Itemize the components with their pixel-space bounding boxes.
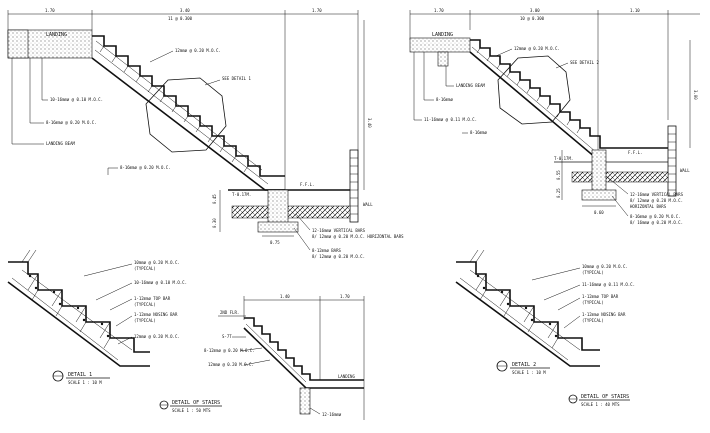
d2-note-a2: (TYPICAL)	[582, 270, 604, 275]
stair-steps-b	[470, 39, 668, 149]
note-horiz1-b: 8/ 12mmø @ 0.20 M.O.C.	[630, 198, 683, 203]
note-bot2-a: 8/ 12mmø @ 0.20 M.O.C.	[312, 254, 365, 259]
label-beam-b: LANDING BEAM	[456, 83, 485, 88]
note-bot1-b: 8-16mmø @ 0.20 M.O.C.	[630, 214, 681, 219]
dim-a-2: 3.40	[180, 8, 190, 13]
d2-note-d2: (TYPICAL)	[582, 318, 604, 323]
stair-steps-a	[92, 35, 285, 177]
landing-label-a: LANDING	[46, 32, 67, 38]
stair-steps-c	[244, 317, 364, 381]
note-vert-b: 12-16mmø VERTICAL BARS	[630, 192, 684, 197]
wall-label-b: WALL	[680, 168, 690, 173]
d2-note-c2: (TYPICAL)	[582, 300, 604, 305]
note-top-bars-a: 12mmø @ 0.20 M.O.C.	[175, 48, 221, 53]
d2-note-d: 1-12mmø NOSING BAR	[582, 312, 626, 317]
dim-left1-b: 0.55	[556, 170, 561, 180]
label-t-c: S-7T	[222, 334, 232, 339]
d1-note-c2: (TYPICAL)	[134, 302, 156, 307]
note-horiz2-b: HORIZONTAL BARS	[630, 204, 667, 209]
label-tof-b: T-0.17M.	[554, 156, 573, 161]
landing-beam-b	[437, 51, 449, 67]
dim-right-a: 3.40	[367, 118, 372, 128]
stair-b-title: DETAIL OF STAIRS	[581, 394, 629, 400]
dim-b-sub: 10 @ 0.300	[520, 16, 545, 21]
stair-section-a: 1.70 3.40 1.70 11 @ 0.300 LANDING SEE DE…	[7, 8, 404, 259]
detail2-steps	[456, 261, 600, 351]
detail-callout-2	[497, 55, 571, 125]
dim-left1-a: 0.45	[212, 194, 217, 204]
d1-note-b: 10-16mmø @ 0.10 M.O.C.	[134, 280, 187, 285]
dim-right-b: 3.00	[693, 90, 698, 100]
note-bot1-a: 8-12mmø BARS	[312, 248, 341, 253]
d2-note-a: 10mmø @ 0.20 M.O.C.	[582, 264, 628, 269]
d2-note-c: 1-12mmø TOP BAR	[582, 294, 619, 299]
note-top-bars-b: 12mmø @ 0.20 M.O.C.	[514, 46, 560, 51]
stair-b-scale: SCALE 1 : 40 MTS	[581, 402, 620, 407]
stair-c-title: DETAIL OF STAIRS	[172, 400, 220, 406]
note-c-c: 12-16mmø	[322, 412, 342, 417]
wall-a	[349, 149, 359, 223]
dim-c-2: 1.70	[340, 294, 350, 299]
label-ffl-b: F.F.L.	[628, 150, 642, 155]
dim-a-sub: 11 @ 0.300	[168, 16, 193, 21]
d1-note-a2: (TYPICAL)	[134, 266, 156, 271]
note-lower-a: 8-16mmø @ 0.20 M.O.C.	[120, 165, 171, 170]
dim-b-2: 3.00	[530, 8, 540, 13]
footing-pad-b	[581, 189, 617, 201]
footing-column-b	[591, 149, 607, 195]
landing-slab-b	[409, 37, 471, 53]
note-horiz-a: 8/ 12mmø @ 0.20 M.O.C. HORIZONTAL BARS	[312, 234, 404, 239]
landing-label-c: LANDING	[338, 374, 355, 379]
detail-1: 10mmø @ 0.20 M.O.C. (TYPICAL) 10-16mmø @…	[7, 249, 187, 385]
wall-b	[667, 125, 677, 197]
stair-c-scale: SCALE 1 : 50 MTS	[172, 408, 211, 413]
dim-bottom-a: 0.75	[270, 240, 280, 245]
dim-left2-b: 0.25	[556, 188, 561, 198]
dim-b-3: 1.10	[630, 8, 640, 13]
ground-fill-b	[571, 171, 669, 183]
d1-note-a: 10mmø @ 0.20 M.O.C.	[134, 260, 180, 265]
note-main-b: 11-16mmø @ 0.11 M.O.C.	[424, 117, 477, 122]
d1-note-c: 1-12mmø TOP BAR	[134, 296, 171, 301]
label-tof-a: T-0.17M.	[232, 192, 251, 197]
note-a-c: 8-12mmø @ 0.20 M.O.C.	[204, 348, 255, 353]
note-dist-a: 8-16mmø @ 0.20 M.O.C.	[46, 120, 97, 125]
note-vert-a: 12-16mmø VERTICAL BARS	[312, 228, 366, 233]
d1-note-d: 1-12mmø NOSING BAR	[134, 312, 178, 317]
label-beam-a: LANDING BEAM	[46, 141, 75, 146]
note-lower-b: 8-16mmø	[470, 130, 487, 135]
footing-column-c	[299, 387, 311, 415]
label-ffl-a: F.F.L.	[300, 182, 314, 187]
dim-bottom-b: 0.60	[594, 210, 604, 215]
note-b-c: 12mmø @ 0.20 M.O.C.	[208, 362, 254, 367]
label-fl-c: 2ND FLR.	[220, 310, 239, 315]
detail1-title: DETAIL 1	[68, 372, 92, 378]
dim-c-1: 1.40	[280, 294, 290, 299]
ground-fill-a	[231, 205, 351, 219]
detail2-scale: SCALE 1 : 10 M	[512, 370, 546, 375]
wall-label-a: WALL	[363, 202, 373, 207]
detail2-title: DETAIL 2	[512, 362, 536, 368]
d1-note-e: 12mmø @ 0.20 M.O.C.	[134, 334, 180, 339]
dim-left2-a: 0.30	[212, 218, 217, 228]
stair-section-b: 1.70 3.00 1.10 10 @ 0.300 LANDING SEE DE…	[409, 8, 700, 225]
d2-note-b: 11-16mmø @ 0.11 M.O.C.	[582, 282, 635, 287]
note-main-a: 10-16mmø @ 0.10 M.O.C.	[50, 97, 103, 102]
dim-a-3: 1.70	[312, 8, 322, 13]
note-bot2-b: 8/ 16mmø @ 0.20 M.O.C.	[630, 220, 683, 225]
see-detail-b: SEE DETAIL 2	[570, 60, 599, 65]
detail1-scale: SCALE 1 : 10 M	[68, 380, 102, 385]
d1-note-d2: (TYPICAL)	[134, 318, 156, 323]
footing-pad-a	[257, 221, 299, 233]
landing-label-b: LANDING	[432, 32, 453, 38]
dim-b-1: 1.70	[434, 8, 444, 13]
see-detail-a: SEE DETAIL 1	[222, 76, 251, 81]
note-dist-b: 8-16mmø	[436, 97, 453, 102]
dim-a-1: 1.70	[45, 8, 55, 13]
stair-section-c: 1.40 1.70 2ND FLR. S-7T 8-12mmø @ 0.20 M…	[159, 294, 365, 420]
detail-2: 10mmø @ 0.20 M.O.C. (TYPICAL) 11-16mmø @…	[455, 249, 635, 407]
